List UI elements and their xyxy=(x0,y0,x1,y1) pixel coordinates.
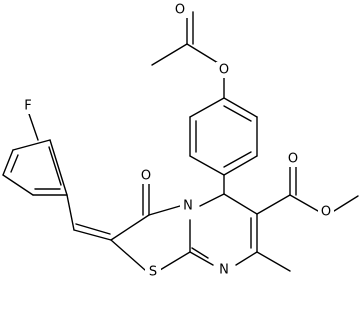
carbonyl-oxygen-top: O xyxy=(175,3,185,18)
nitrogen-pyrimidine: N xyxy=(219,263,229,278)
ester-oxygen-methyl: O xyxy=(321,205,331,220)
nitrogen-ring: N xyxy=(183,199,193,214)
fluorine-atom: F xyxy=(24,99,31,114)
atom-labels: O O F O O N O S N xyxy=(20,2,334,280)
carbonyl-oxygen-thiazolidine: O xyxy=(141,169,151,184)
carbonyl-oxygen-ester: O xyxy=(288,152,298,167)
bond-lines xyxy=(2,11,359,272)
sulfur-atom: S xyxy=(149,265,157,280)
ester-oxygen-acetoxy: O xyxy=(219,63,229,78)
